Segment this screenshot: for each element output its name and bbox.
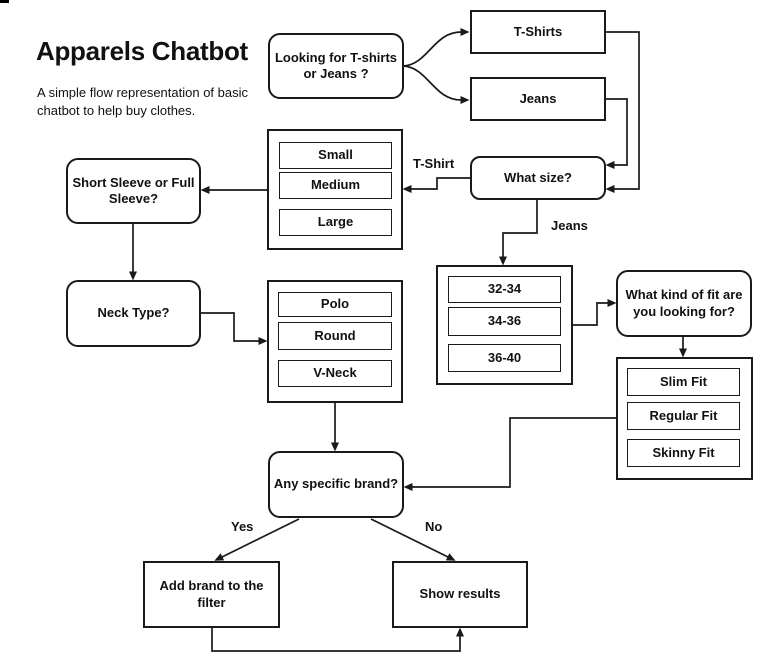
node-add-brand: Add brand to the filter	[143, 561, 280, 628]
edge-brand-no-to-showresults	[370, 518, 456, 561]
option-neck-round: Round	[278, 322, 392, 350]
edge-fits-to-brand	[403, 417, 616, 491]
node-show-results: Show results	[392, 561, 528, 628]
edge-brand-yes-to-addbrand	[214, 518, 300, 561]
option-neck-vneck: V-Neck	[278, 360, 392, 387]
option-jeans-34-36: 34-36	[448, 307, 561, 336]
edge-label-jeans: Jeans	[551, 218, 588, 233]
edge-looking-to-tshirts	[403, 28, 470, 67]
option-neck-polo: Polo	[278, 292, 392, 317]
edge-jeans-sizes-to-fitq	[573, 299, 617, 326]
edge-looking-to-jeans	[403, 65, 470, 104]
option-size-small: Small	[279, 142, 392, 169]
edge-label-tshirt: T-Shirt	[413, 156, 455, 171]
edge-whatsize-to-tshirt-sizes	[402, 177, 470, 193]
option-fit-regular: Regular Fit	[627, 402, 740, 430]
node-jeans: Jeans	[470, 77, 606, 121]
edge-necktype-to-neck-options	[201, 312, 268, 345]
option-jeans-36-40: 36-40	[448, 344, 561, 372]
edge-addbrand-to-showresults	[211, 627, 464, 652]
node-tshirts: T-Shirts	[470, 10, 606, 54]
edge-jeans-to-whatsize	[605, 98, 628, 169]
option-jeans-32-34: 32-34	[448, 276, 561, 303]
page-subtitle: A simple flow representation of basic ch…	[37, 85, 248, 119]
node-any-brand: Any specific brand?	[268, 451, 404, 518]
edge-tshirts-to-whatsize	[605, 31, 640, 193]
node-looking-for: Looking for T-shirts or Jeans ?	[268, 33, 404, 99]
node-neck-type: Neck Type?	[66, 280, 201, 347]
option-size-medium: Medium	[279, 172, 392, 199]
edge-label-no: No	[425, 519, 443, 534]
node-short-sleeve: Short Sleeve or Full Sleeve?	[66, 158, 201, 224]
option-fit-skinny: Skinny Fit	[627, 439, 740, 467]
screenshot-corner-artifact	[0, 0, 9, 3]
node-what-size: What size?	[470, 156, 606, 200]
option-fit-slim: Slim Fit	[627, 368, 740, 396]
edge-label-yes: Yes	[231, 519, 254, 534]
page-title: Apparels Chatbot	[36, 36, 248, 66]
node-fit-question: What kind of fit are you looking for?	[616, 270, 752, 337]
option-size-large: Large	[279, 209, 392, 236]
edge-whatsize-to-jeans-sizes	[499, 200, 538, 266]
